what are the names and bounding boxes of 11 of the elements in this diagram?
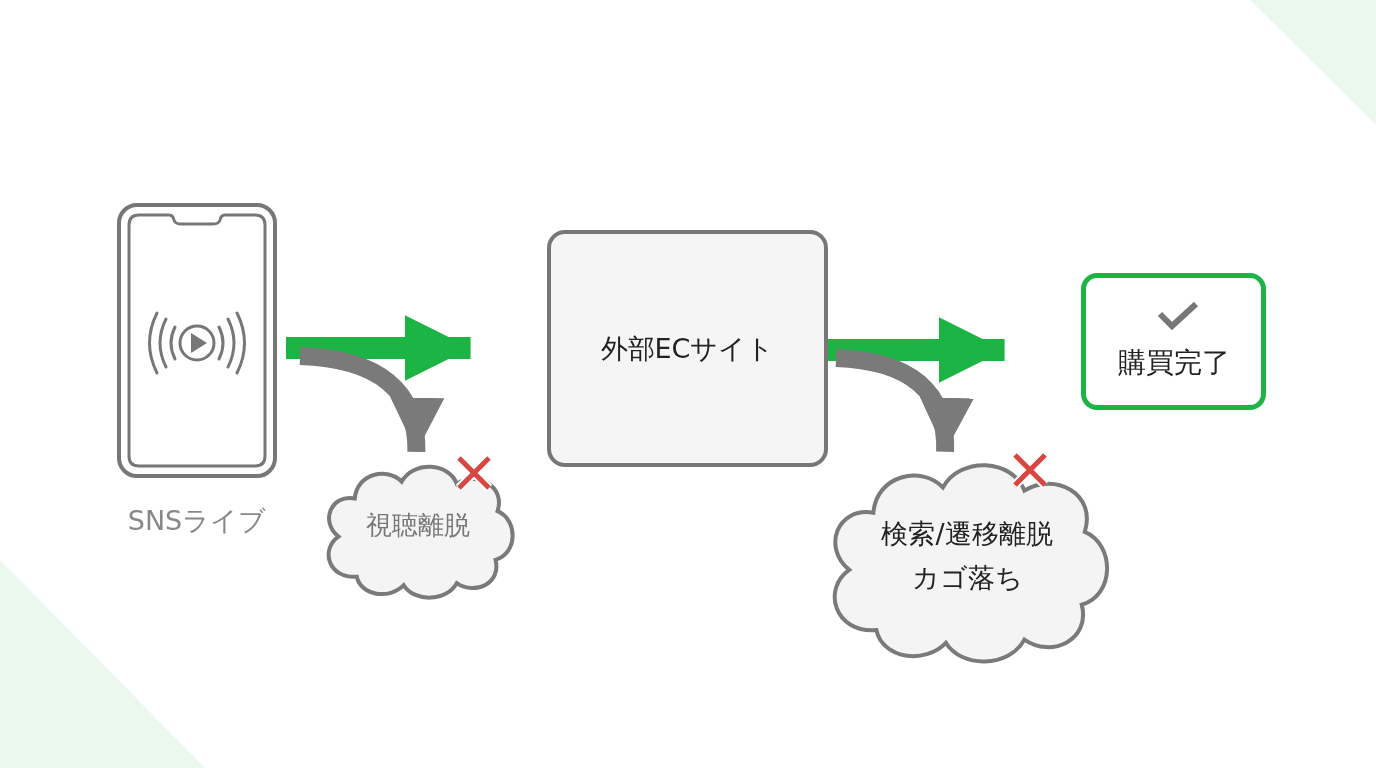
process-box: 外部ECサイト xyxy=(547,230,828,467)
arrow xyxy=(835,349,971,452)
result-box xyxy=(1081,273,1266,410)
cloud-label: 視聴離脱 xyxy=(365,509,471,542)
arrow xyxy=(828,317,1005,383)
cloud-label: 検索/遷移離脱 xyxy=(880,517,1054,551)
phone-caption: SNSライブ xyxy=(126,504,268,538)
result-label: 購買完了 xyxy=(1116,345,1231,381)
arrow xyxy=(286,315,471,381)
cloud-label: カゴ落ち xyxy=(910,561,1024,595)
arrow xyxy=(299,347,442,453)
